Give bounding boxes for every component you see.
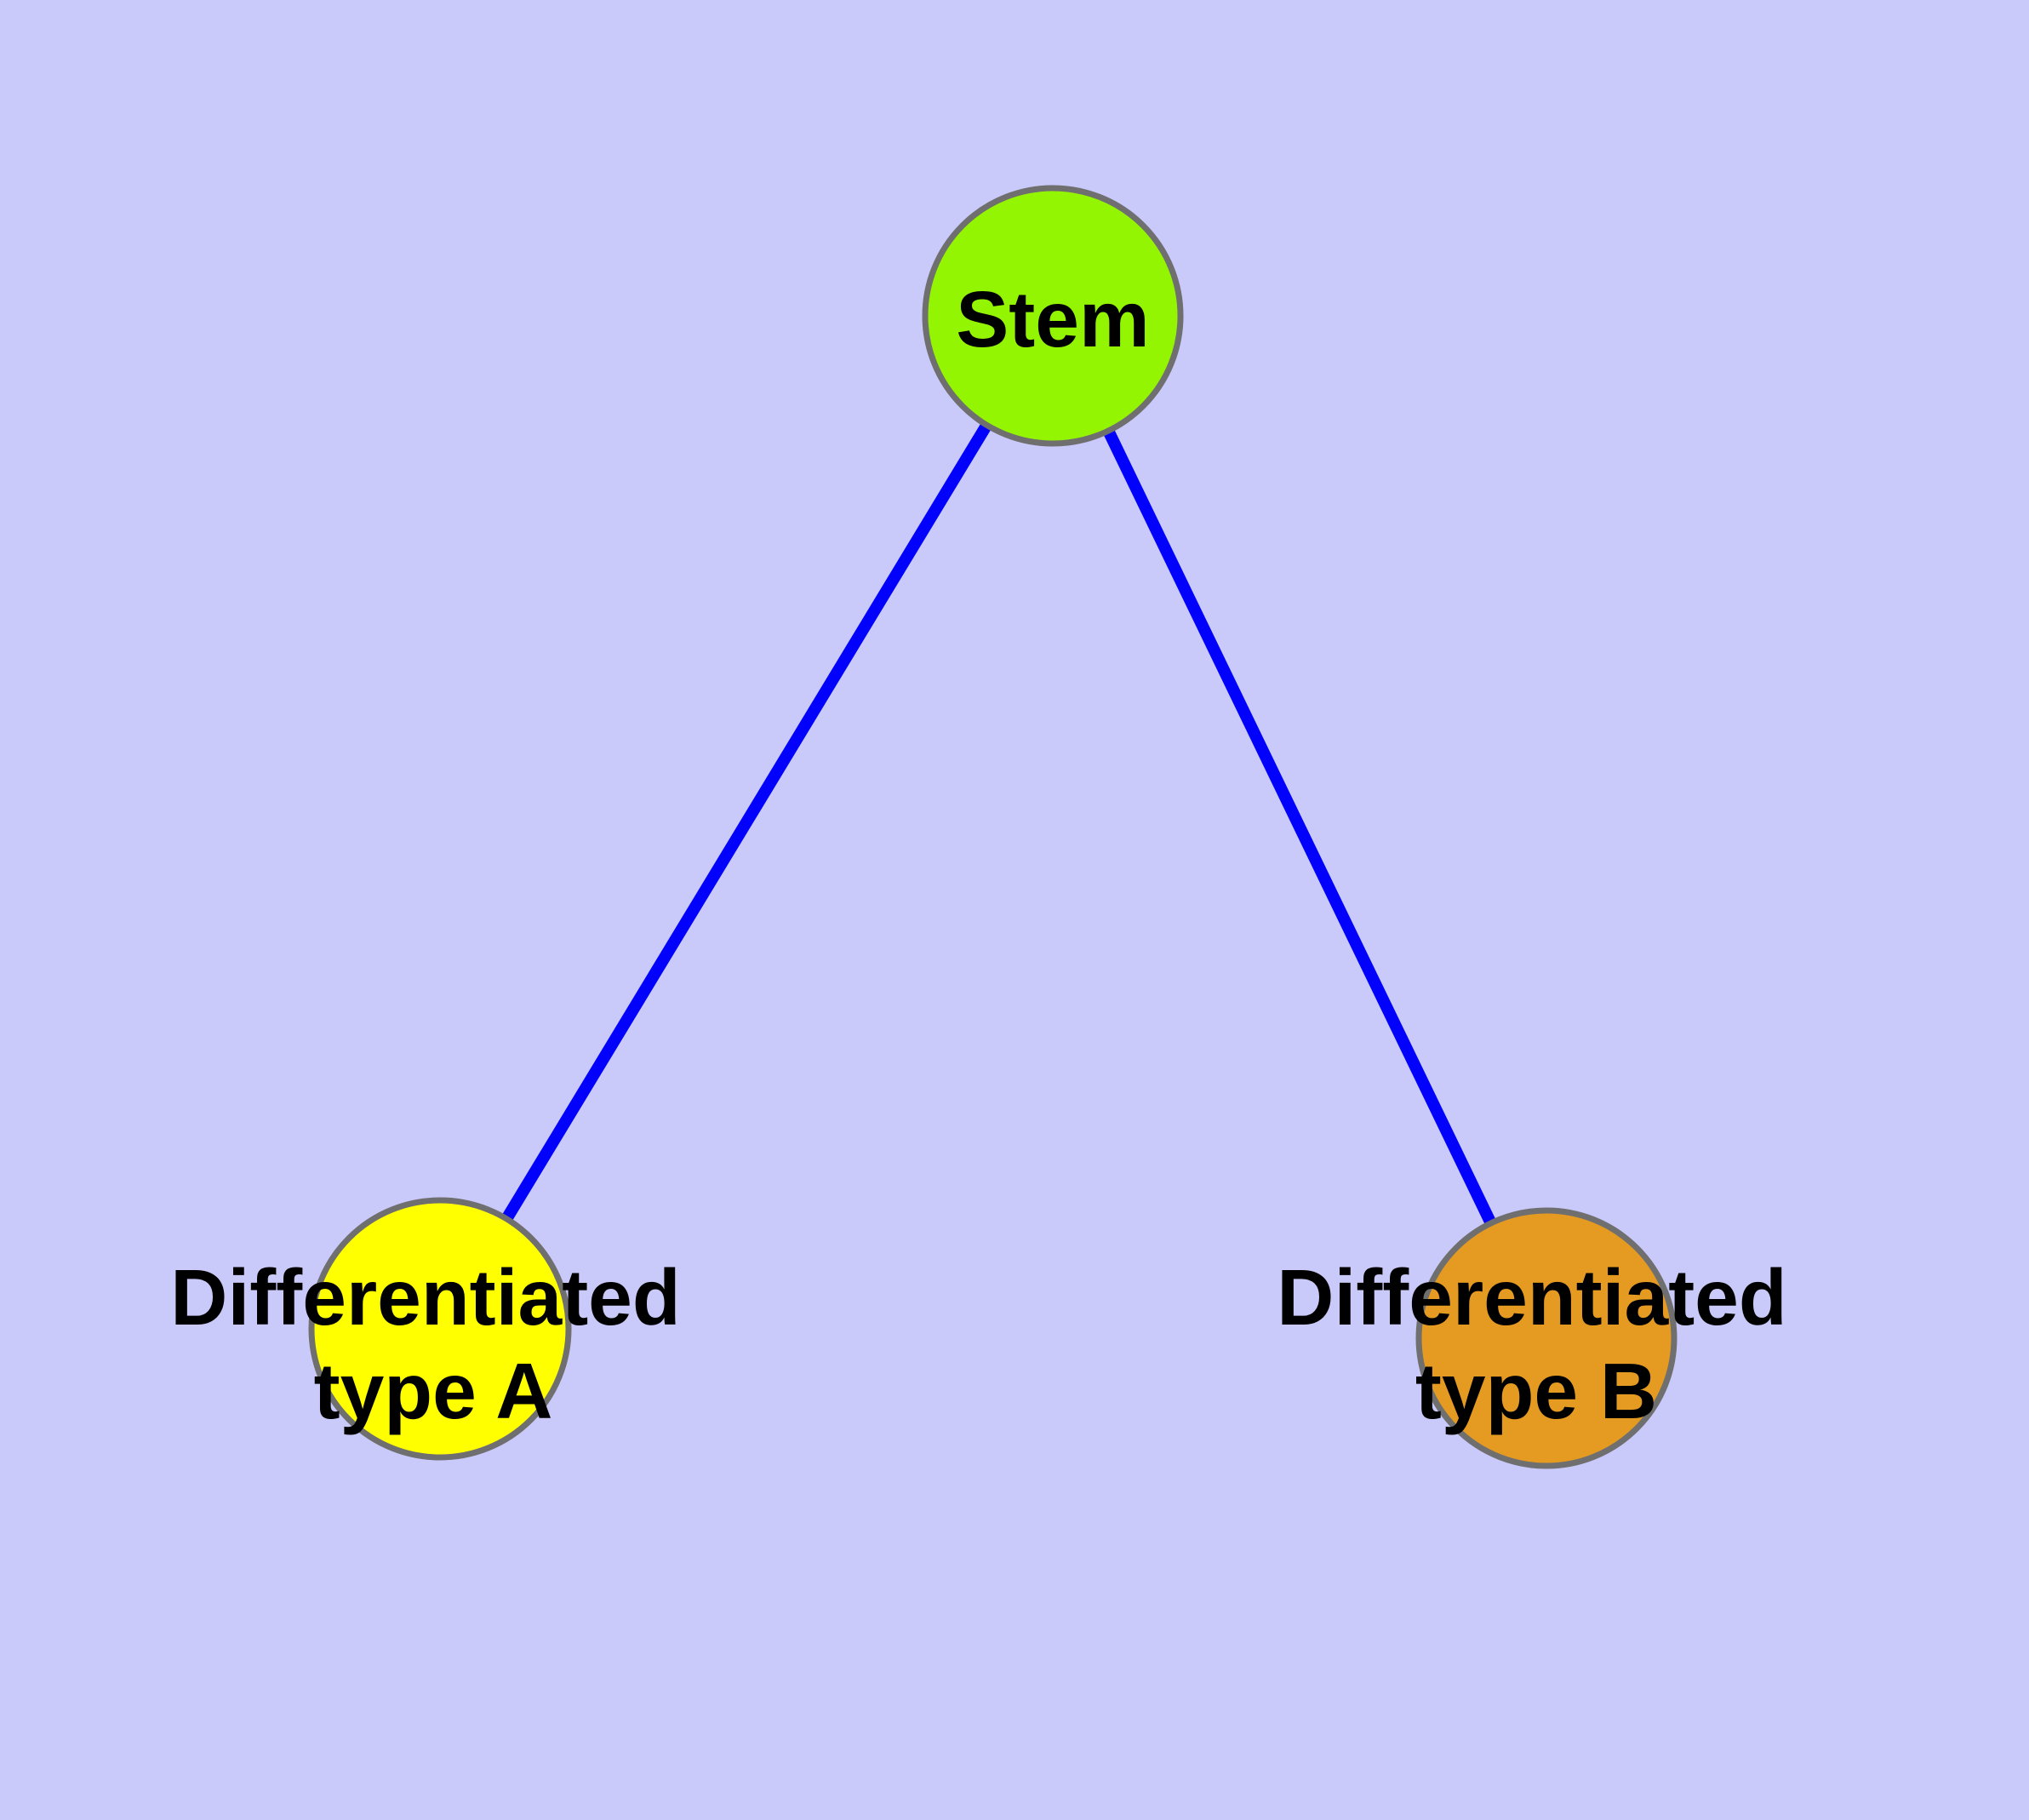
edge-stem-to-type-b xyxy=(1047,312,1552,1342)
differentiated-type-a-label-line2: type A xyxy=(314,1347,553,1435)
stem-node xyxy=(922,185,1184,447)
differentiated-type-a-label-line1: Differentiated xyxy=(170,1253,680,1342)
edge-stem-to-type-a xyxy=(435,312,1058,1332)
differentiated-type-b-label-line2: type B xyxy=(1415,1347,1657,1435)
differentiated-type-b-node xyxy=(1415,1207,1677,1469)
stem-node-label: Stem xyxy=(956,275,1149,363)
differentiated-type-b-label-line1: Differentiated xyxy=(1277,1253,1786,1342)
differentiated-type-a-node xyxy=(308,1197,572,1461)
